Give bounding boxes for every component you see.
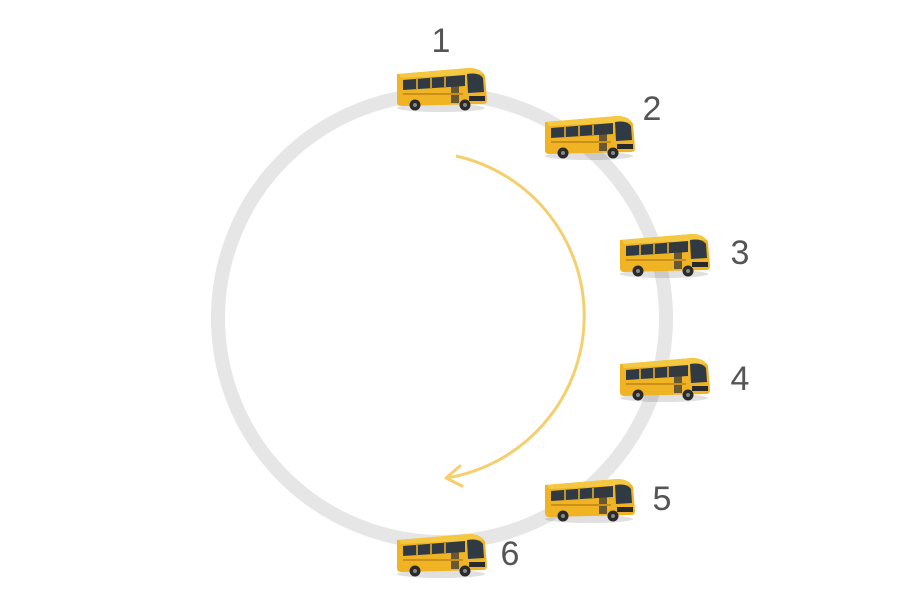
bus-icon [544, 478, 636, 524]
route-ring [211, 87, 673, 549]
bus-number-label: 4 [731, 360, 750, 398]
labels-layer: 1 2 3 4 5 6 [432, 22, 750, 573]
bus-number-label: 2 [643, 90, 662, 128]
clockwise-arrow-icon [444, 154, 586, 488]
bus-icon [619, 357, 711, 403]
bus-icon [396, 67, 488, 113]
bus-number-label: 3 [731, 234, 750, 272]
bus-icon [544, 115, 636, 161]
bus-number-label: 5 [653, 480, 672, 518]
bus-icon [619, 233, 711, 279]
bus-number-label: 6 [501, 535, 520, 573]
bus-icon [396, 533, 488, 579]
bus-number-label: 1 [432, 22, 451, 60]
